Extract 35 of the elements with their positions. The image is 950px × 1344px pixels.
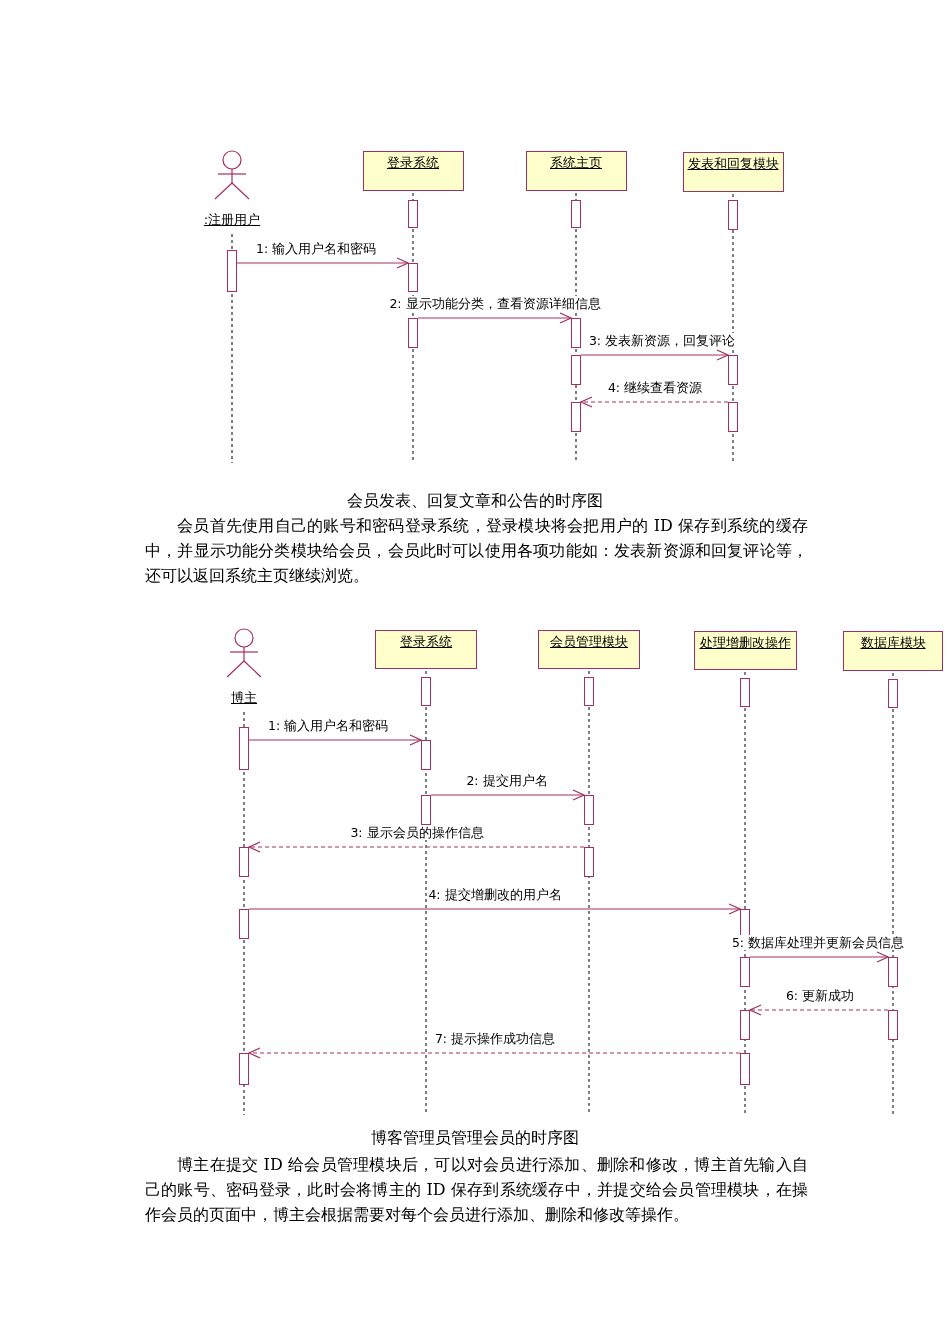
message-label: 6: 更新成功 — [784, 988, 856, 1003]
message-arrow — [417, 312, 572, 324]
message-arrow — [430, 789, 585, 801]
message-label: 4: 提交增删改的用户名 — [427, 887, 563, 902]
message-label: 2: 提交用户名 — [465, 773, 549, 788]
message-label: 5: 数据库处理并更新会员信息 — [730, 935, 906, 950]
object-box: 系统主页 — [525, 151, 627, 191]
message-arrow — [248, 841, 585, 853]
object-box: 数据库模块 — [843, 631, 943, 671]
message-label: 1: 输入用户名和密码 — [267, 718, 390, 733]
object-box: 登录系统 — [375, 630, 477, 669]
body-paragraph: 博主在提交 ID 给会员管理模块后，可以对会员进行添加、删除和修改，博主首先输入自己的账号、密码登录，此时会将博主的 ID 保存到系统缓存中，并提交给会员管理模块，在操作会员的页面中，博主会根据需要对每个会员进行添加、删除和修改等操作。 — [145, 1154, 808, 1226]
figure-caption: 会员发表、回复文章和公告的时序图 — [347, 491, 603, 511]
message-label: 7: 提示操作成功信息 — [433, 1031, 557, 1046]
object-box: 会员管理模块 — [538, 630, 640, 669]
message-arrow — [236, 257, 409, 269]
actor-name: :注册用户 — [203, 212, 261, 228]
message-arrow — [580, 396, 729, 408]
message-label: 3: 显示会员的操作信息 — [349, 825, 485, 840]
message-label: 4: 继续查看资源 — [606, 380, 704, 395]
figure-caption: 博客管理员管理会员的时序图 — [371, 1128, 579, 1148]
message-label: 1: 输入用户名和密码 — [255, 241, 378, 256]
message-arrow — [749, 951, 889, 963]
message-arrow — [749, 1004, 889, 1016]
message-arrow — [580, 349, 729, 361]
object-box: 处理增删改操作 — [693, 631, 797, 670]
object-box: 登录系统 — [362, 151, 464, 191]
body-paragraph: 会员首先使用自己的账号和密码登录系统，登录模块将会把用户的 ID 保存到系统的缓存中，并显示功能分类模块给会员，会员此时可以使用各项功能如：发表新资源和回复评论等，还可以返回系统主页继续浏览。 — [145, 515, 808, 587]
object-box: 发表和回复模块 — [682, 152, 784, 192]
message-arrow — [248, 1047, 741, 1059]
actor-name: 博主 — [231, 690, 257, 706]
message-arrow — [248, 734, 422, 746]
message-label: 3: 发表新资源，回复评论 — [587, 333, 737, 348]
message-arrow — [248, 903, 741, 915]
message-label: 2: 显示功能分类，查看资源详细信息 — [388, 296, 602, 311]
